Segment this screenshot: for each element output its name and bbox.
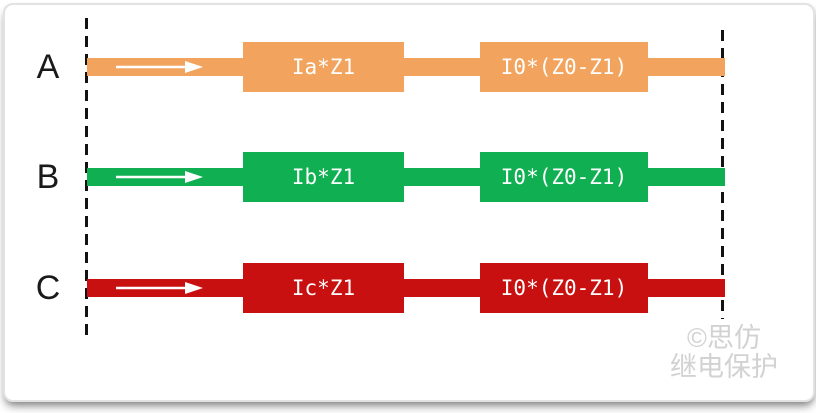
phase-label-b: B bbox=[36, 158, 60, 196]
phase-label-c: C bbox=[35, 269, 61, 307]
left-boundary-dashed-line bbox=[85, 18, 88, 339]
impedance-box-line-b: Ib*Z1 bbox=[243, 152, 404, 202]
impedance-box-line-c: Ic*Z1 bbox=[243, 263, 404, 313]
current-direction-arrow-icon bbox=[116, 282, 203, 294]
impedance-box-zeroseq-b: I0*(Z0-Z1) bbox=[480, 152, 648, 202]
phase-label-a: A bbox=[36, 48, 60, 86]
impedance-box-line-a: Ia*Z1 bbox=[243, 42, 404, 92]
impedance-box-zeroseq-a: I0*(Z0-Z1) bbox=[480, 42, 648, 92]
watermark-line2: 继电保护 bbox=[670, 352, 778, 382]
impedance-label: Ic*Z1 bbox=[291, 276, 356, 300]
watermark-line1: ©思仿 bbox=[687, 323, 761, 353]
current-direction-arrow-icon bbox=[116, 171, 203, 183]
impedance-label: I0*(Z0-Z1) bbox=[500, 165, 628, 189]
impedance-label: Ia*Z1 bbox=[291, 55, 356, 79]
impedance-label: Ib*Z1 bbox=[291, 165, 356, 189]
impedance-box-zeroseq-c: I0*(Z0-Z1) bbox=[480, 263, 648, 313]
impedance-label: I0*(Z0-Z1) bbox=[500, 55, 628, 79]
watermark: ©思仿 继电保护 bbox=[648, 324, 800, 382]
current-direction-arrow-icon bbox=[116, 61, 203, 73]
impedance-label: I0*(Z0-Z1) bbox=[500, 276, 628, 300]
